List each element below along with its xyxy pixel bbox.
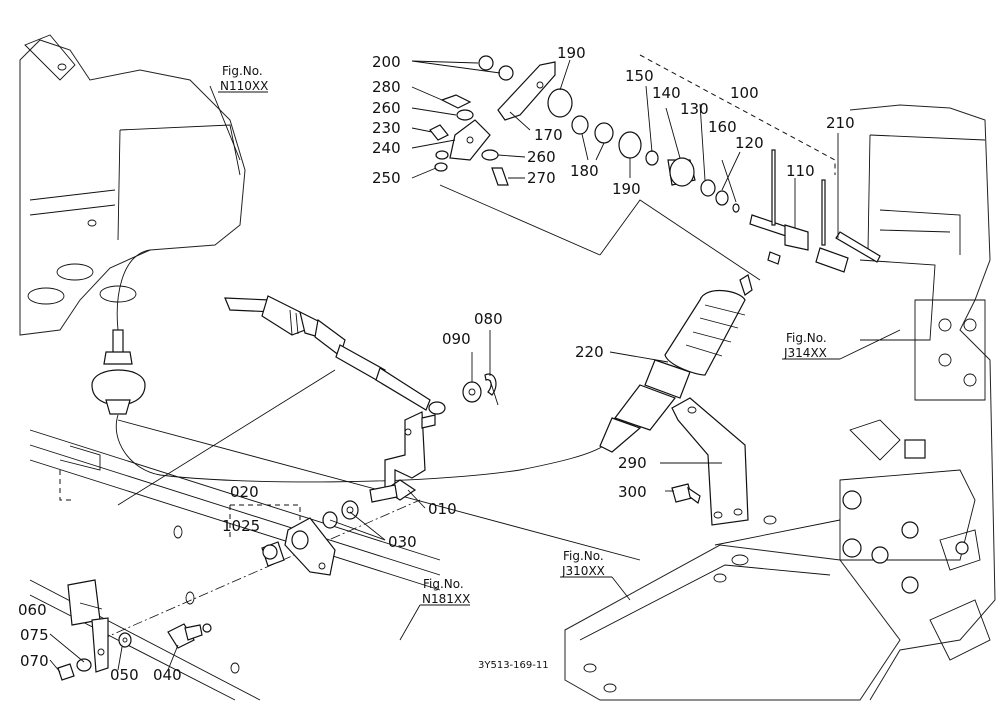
fig-ref-j314: Fig.No. J314XX xyxy=(783,331,827,360)
label-075: 075 xyxy=(20,626,49,644)
fig-ref-n181: Fig.No. N181XX xyxy=(422,577,470,606)
leader-lines xyxy=(49,59,839,673)
label-210: 210 xyxy=(826,114,855,132)
label-060: 060 xyxy=(18,601,47,619)
label-280: 280 xyxy=(372,78,401,96)
label-170: 170 xyxy=(534,126,563,144)
fig-ref-n181-title: Fig.No. xyxy=(423,577,464,591)
label-260a: 260 xyxy=(372,99,401,117)
upper-linkage xyxy=(429,55,881,273)
clip-050 xyxy=(118,632,132,648)
fig-ref-j314-title: Fig.No. xyxy=(786,331,827,345)
label-150: 150 xyxy=(625,67,654,85)
label-270: 270 xyxy=(527,169,556,187)
label-260b: 260 xyxy=(527,148,556,166)
label-010: 010 xyxy=(428,500,457,518)
fig-ref-j310-title: Fig.No. xyxy=(563,549,604,563)
washer-075 xyxy=(76,658,92,672)
bolt-040 xyxy=(167,623,212,649)
fig-ref-j314-code: J314XX xyxy=(783,346,827,360)
label-300: 300 xyxy=(618,483,647,501)
group-bracket-100 xyxy=(639,54,836,175)
label-240: 240 xyxy=(372,139,401,157)
washer-090 xyxy=(462,381,482,403)
label-100: 100 xyxy=(730,84,759,102)
label-070: 070 xyxy=(20,652,49,670)
label-130: 130 xyxy=(680,100,709,118)
label-290: 290 xyxy=(618,454,647,472)
pin-080 xyxy=(484,373,499,406)
cable-routing-lines xyxy=(99,184,761,641)
shift-cable-left xyxy=(224,295,446,415)
shift-knob xyxy=(91,329,146,415)
label-110: 110 xyxy=(786,162,815,180)
label-1025: 1025 xyxy=(222,517,260,535)
label-020: 020 xyxy=(230,483,259,501)
fig-ref-j310: Fig.No. J310XX xyxy=(561,549,605,578)
drawing-code: 3Y513-169-11 xyxy=(478,660,549,671)
plate-060 xyxy=(67,579,109,673)
bolt-300 xyxy=(671,483,701,505)
label-050: 050 xyxy=(110,666,139,684)
label-160: 160 xyxy=(708,118,737,136)
label-220: 220 xyxy=(575,343,604,361)
label-190a: 190 xyxy=(557,44,586,62)
fig-ref-n110: Fig.No. N110XX xyxy=(220,64,268,93)
label-180: 180 xyxy=(570,162,599,180)
part-labels: 200 280 260 230 240 250 270 260 170 190 … xyxy=(18,44,855,684)
label-190b: 190 xyxy=(612,180,641,198)
label-090: 090 xyxy=(442,330,471,348)
label-080: 080 xyxy=(474,310,503,328)
collar-1025 xyxy=(261,541,285,567)
fig-ref-j310-code: J310XX xyxy=(561,564,605,578)
label-120: 120 xyxy=(735,134,764,152)
tractor-body-left xyxy=(19,34,246,336)
shift-cable-right xyxy=(599,274,753,453)
transmission-body-right xyxy=(714,104,996,701)
transmission-housing-lower xyxy=(564,515,901,701)
plate-020 xyxy=(284,517,336,576)
label-140: 140 xyxy=(652,84,681,102)
frame-rail-left xyxy=(29,429,441,701)
bracket-290 xyxy=(671,397,749,526)
fig-ref-n110-title: Fig.No. xyxy=(222,64,263,78)
bracket-010 xyxy=(369,411,436,503)
label-250: 250 xyxy=(372,169,401,187)
label-230: 230 xyxy=(372,119,401,137)
fig-ref-n181-code: N181XX xyxy=(422,592,470,606)
label-030: 030 xyxy=(388,533,417,551)
label-200: 200 xyxy=(372,53,401,71)
fig-ref-n110-code: N110XX xyxy=(220,79,268,93)
fig-ref-leaders xyxy=(209,85,901,641)
label-040: 040 xyxy=(153,666,182,684)
nut-070 xyxy=(57,663,75,681)
